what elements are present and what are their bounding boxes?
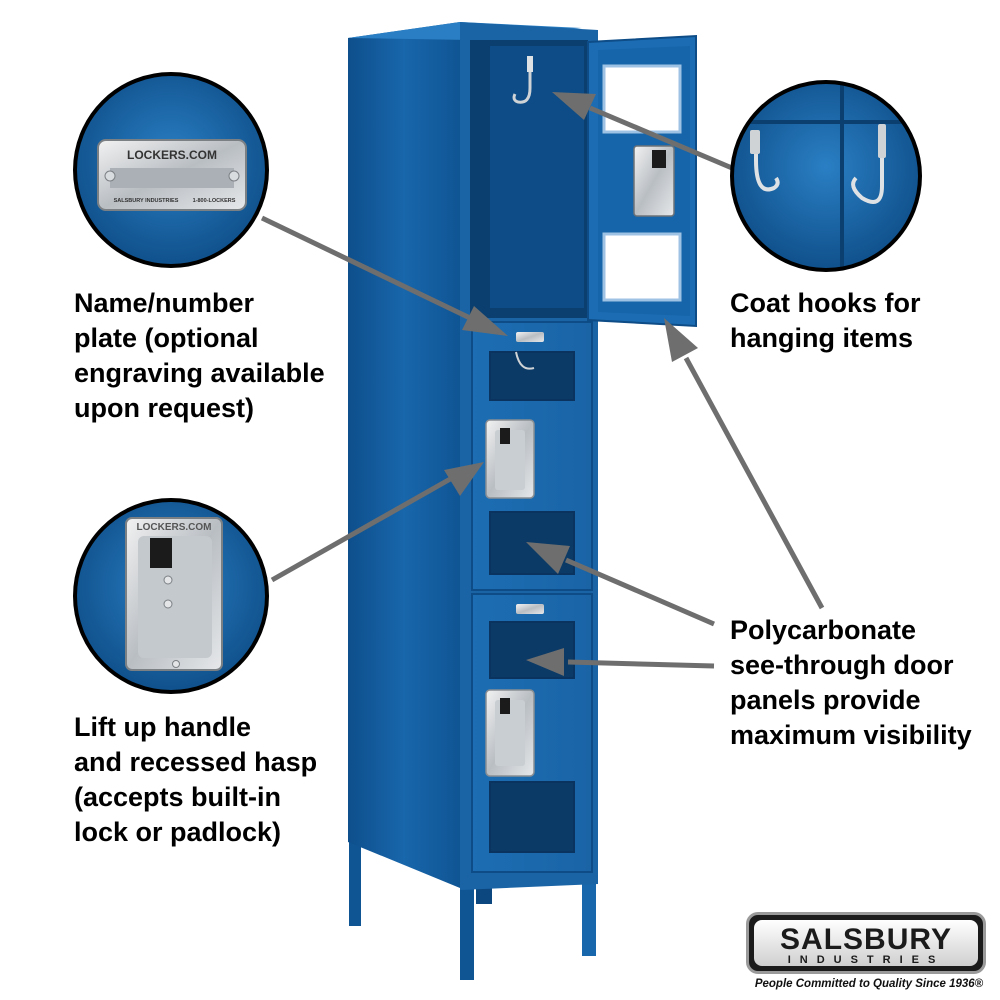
arrow-hooks (589, 105, 733, 171)
label-line: plate (optional (74, 323, 259, 353)
label-line: panels provide (730, 685, 921, 715)
see-through-panel (489, 781, 575, 853)
logo-badge: SALSBURY INDUSTRIES (754, 920, 978, 966)
locker (348, 22, 697, 980)
label-line: lock or padlock) (74, 817, 282, 847)
screw-icon (163, 599, 173, 609)
salsbury-logo: SALSBURY INDUSTRIES (746, 912, 986, 974)
label-coat-hooks: Coat hooks for hanging items (730, 286, 921, 356)
label-line: upon request) (74, 393, 254, 423)
locker-side-panel (348, 22, 460, 888)
see-through-panel (489, 351, 575, 401)
plate-brand-text: LOCKERS.COM (127, 148, 217, 162)
screw-icon (163, 575, 173, 585)
coat-hook-icon (851, 130, 884, 204)
label-line: maximum visibility (730, 720, 972, 750)
coat-hook-icon (754, 136, 780, 192)
label-panels: Polycarbonate see-through door panels pr… (730, 613, 972, 753)
locker-door-middle[interactable] (471, 321, 593, 591)
logo-name: SALSBURY (780, 923, 952, 956)
handle-brand-text: LOCKERS.COM (137, 522, 212, 533)
label-name-plate: Name/number plate (optional engraving av… (74, 286, 325, 426)
plate-small-right: 1-800-LOCKERS (193, 198, 236, 204)
label-line: see-through door (730, 650, 954, 680)
locker-leg (349, 840, 361, 926)
callout-arrows (260, 92, 825, 676)
label-line: Lift up handle (74, 712, 251, 742)
number-plate (516, 332, 544, 342)
arrow-panel-door (683, 356, 825, 610)
latch-icon (150, 538, 172, 568)
screw-icon (172, 660, 180, 668)
plate-small-left: SALSBURY INDUSTRIES (114, 198, 179, 204)
logo-sub: INDUSTRIES (787, 954, 945, 966)
logo-tagline: People Committed to Quality Since 1936® (754, 978, 984, 990)
label-line: (accepts built-in (74, 782, 282, 812)
coat-hook (512, 60, 532, 104)
screw-icon (228, 170, 240, 182)
label-line: Name/number (74, 288, 255, 318)
inset-coat-hooks (730, 80, 922, 272)
number-plate (516, 604, 544, 614)
screw-icon (104, 170, 116, 182)
locker-door-bottom[interactable] (471, 593, 593, 873)
label-line: hanging items (730, 323, 914, 353)
arrow-plate (260, 215, 472, 321)
label-line: Coat hooks for (730, 288, 921, 318)
arrow-panel-bottom (567, 659, 715, 669)
arrow-panel-middle (565, 557, 715, 627)
label-line: Polycarbonate (730, 615, 917, 645)
inset-name-plate: LOCKERS.COM SALSBURY INDUSTRIES 1-800-LO… (73, 72, 269, 268)
inset-handle: LOCKERS.COM (73, 498, 269, 694)
arrow-handle (270, 475, 454, 583)
locker-leg (582, 876, 596, 956)
label-line: and recessed hasp (74, 747, 318, 777)
label-line: engraving available (74, 358, 325, 388)
locker-leg (460, 880, 474, 980)
see-through-panel (602, 232, 682, 302)
label-handle: Lift up handle and recessed hasp (accept… (74, 710, 317, 850)
locker-door-top-open[interactable] (587, 34, 697, 328)
see-through-panel (602, 64, 682, 134)
